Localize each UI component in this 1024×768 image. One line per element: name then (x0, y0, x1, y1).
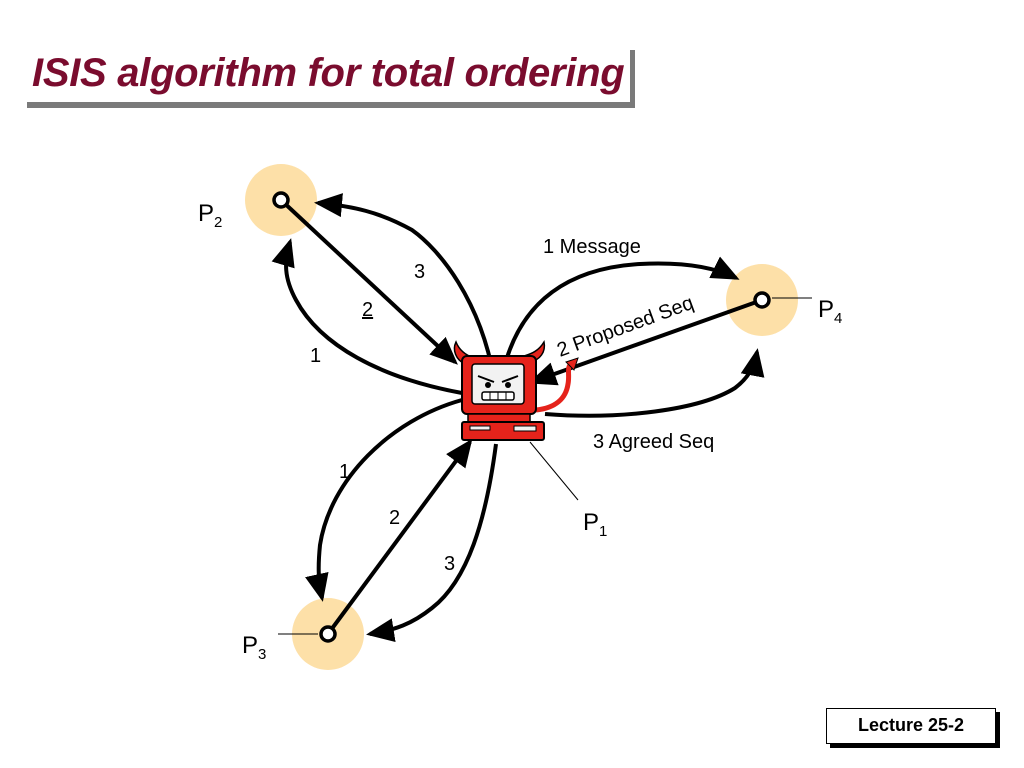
p4-message-arrow (501, 256, 740, 373)
p4-message-label: 1 Message (543, 236, 641, 258)
p2-multicast-arrow (271, 238, 463, 395)
p4-agreed-arrow (544, 348, 765, 418)
p3-proposed-step: 2 (389, 507, 400, 529)
p1-label: P1 (583, 509, 607, 540)
p2-agreed-step: 3 (414, 261, 425, 283)
p3-node (319, 625, 337, 643)
p4-node (753, 291, 771, 309)
p3-agreed-arrow (366, 443, 498, 643)
lecture-number-badge: Lecture 25-2 (826, 708, 996, 744)
p4-agreed-label: 3 Agreed Seq (593, 431, 714, 453)
p2-label: P2 (198, 200, 222, 231)
devil-computer-icon (453, 339, 579, 441)
p2-proposed-arrow (279, 198, 458, 365)
slide-title: ISIS algorithm for total ordering (32, 51, 625, 95)
p2-multicast-step: 1 (310, 345, 321, 367)
p2-proposed-step: 2 (362, 299, 373, 321)
p3-multicast-step: 1 (339, 461, 350, 483)
p2-agreed-arrow (314, 193, 496, 379)
p3-multicast-arrow (305, 398, 463, 602)
p3-proposed-arrow (326, 438, 473, 636)
p2-node (272, 191, 290, 209)
p1-leader (529, 441, 579, 501)
p4-label: P4 (818, 296, 842, 327)
p3-agreed-step: 3 (444, 553, 455, 575)
p3-label: P3 (242, 632, 266, 663)
title-box: ISIS algorithm for total ordering (22, 44, 631, 102)
p4-proposed-label: 2 Proposed Seq (554, 292, 696, 362)
